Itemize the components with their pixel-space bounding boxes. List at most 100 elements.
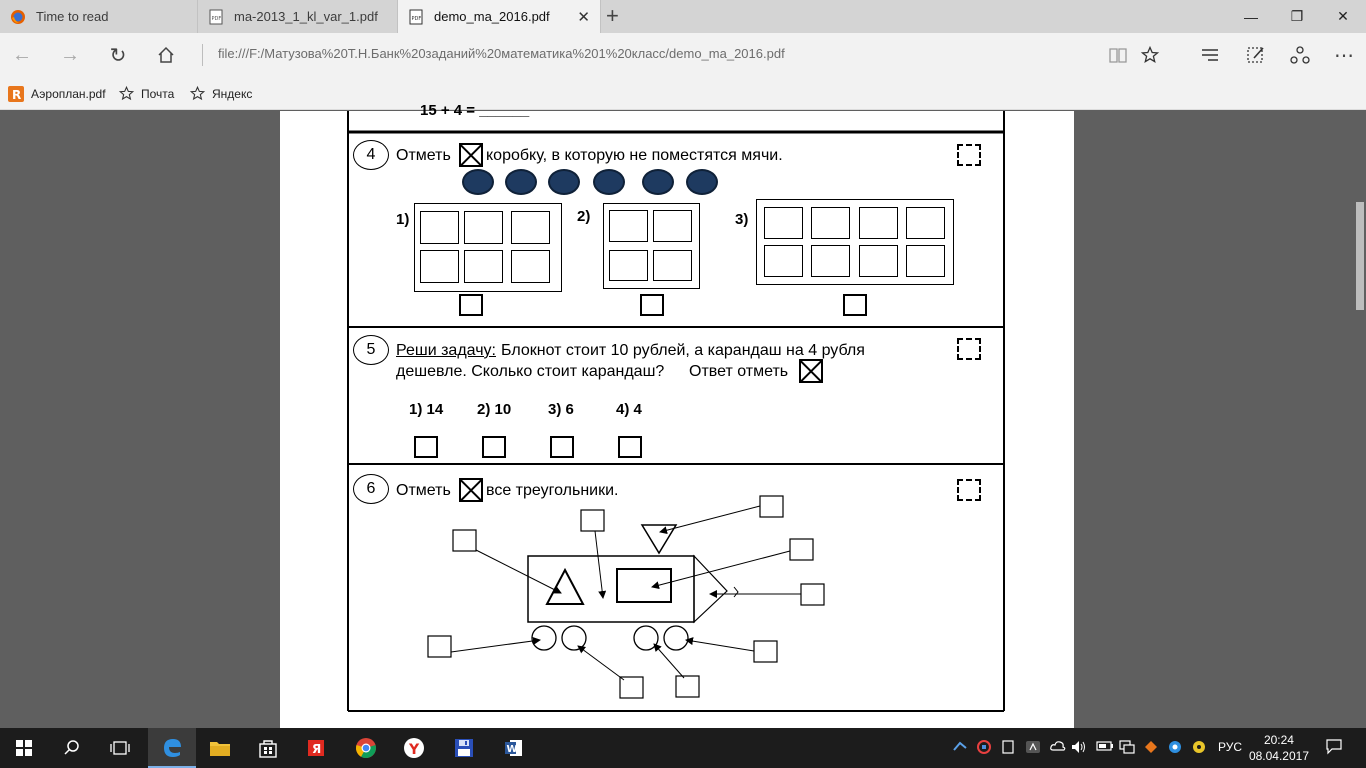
box-1-answer-checkbox[interactable]	[459, 294, 483, 316]
scrollbar-thumb[interactable]	[1356, 202, 1364, 310]
favorite-label: Почта	[141, 86, 175, 101]
ball-icon	[593, 169, 625, 195]
favorite-aeroplan[interactable]: R Аэроплан.pdf	[8, 86, 106, 102]
box-cell	[811, 245, 850, 277]
box-cell	[511, 211, 550, 244]
box-cell	[859, 207, 898, 239]
favorite-pochta[interactable]: Почта	[118, 85, 175, 101]
clock-time: 20:24	[1263, 733, 1294, 747]
forward-button[interactable]: →	[60, 43, 80, 66]
svg-text:PDF: PDF	[212, 16, 222, 22]
tray-sync-icon[interactable]	[1025, 740, 1041, 757]
home-icon	[158, 46, 174, 63]
search-icon[interactable]	[48, 728, 96, 768]
close-window-button[interactable]: ✕	[1337, 8, 1349, 24]
store-icon[interactable]	[244, 728, 292, 768]
battery-icon[interactable]	[1096, 740, 1114, 755]
file-explorer-icon[interactable]	[196, 728, 244, 768]
box-2-answer-checkbox[interactable]	[640, 294, 664, 316]
task-5-option-4: 4) 4	[616, 401, 642, 418]
close-tab-icon[interactable]: ✕	[577, 8, 590, 26]
share-button[interactable]	[1284, 39, 1316, 71]
tab-label: ma-2013_1_kl_var_1.pdf	[234, 9, 378, 24]
favorite-label: Аэроплан.pdf	[31, 87, 106, 101]
box-cell	[764, 207, 803, 239]
address-separator	[202, 44, 203, 66]
yandex-icon[interactable]: Я	[292, 728, 340, 768]
task-6-number: 6	[353, 474, 389, 504]
tab-time-to-read[interactable]: Time to read	[0, 0, 198, 33]
favorites-bar: R Аэроплан.pdf Почта Яндекс	[0, 77, 1366, 110]
tray-chat-icon[interactable]	[1192, 740, 1206, 757]
address-bar[interactable]: file:///F:/Матузова%20Т.Н.Банк%20заданий…	[218, 46, 785, 61]
edge-icon[interactable]	[148, 728, 196, 768]
windows-taskbar: Я Y W РУС 20:24 0	[0, 728, 1366, 768]
option-3-checkbox[interactable]	[550, 436, 574, 458]
web-note-button[interactable]	[1240, 39, 1272, 71]
star-icon	[118, 85, 135, 101]
box-cell	[609, 250, 648, 281]
box-cell	[906, 245, 945, 277]
svg-text:Я: Я	[312, 742, 321, 756]
star-icon	[1140, 45, 1160, 63]
more-button[interactable]: ⋯	[1334, 44, 1354, 67]
new-tab-button[interactable]: +	[606, 3, 619, 28]
task-5-line-2: дешевле. Сколько стоит карандаш?	[396, 363, 665, 380]
box-2	[603, 203, 700, 289]
clock-date: 08.04.2017	[1248, 749, 1309, 763]
hub-button[interactable]	[1194, 39, 1226, 71]
back-button[interactable]: ←	[12, 43, 32, 66]
box-3-answer-checkbox[interactable]	[843, 294, 867, 316]
tray-volume-device-icon[interactable]	[1001, 740, 1015, 757]
yandex-browser-icon[interactable]: Y	[390, 728, 438, 768]
tray-opera-icon[interactable]	[977, 740, 991, 757]
favorite-button[interactable]	[1134, 39, 1166, 71]
favorite-yandex[interactable]: Яндекс	[189, 85, 252, 101]
volume-icon[interactable]	[1071, 740, 1087, 757]
svg-text:Y: Y	[408, 742, 420, 758]
chrome-icon[interactable]	[342, 728, 390, 768]
tray-antivirus-icon[interactable]	[1144, 740, 1158, 757]
tray-cloud-icon[interactable]	[1050, 740, 1066, 755]
task-5-lead: Реши задачу:	[396, 342, 496, 359]
restore-button[interactable]: ❐	[1290, 8, 1304, 24]
tray-app-icon[interactable]	[953, 740, 967, 757]
reading-view-button[interactable]	[1102, 39, 1134, 71]
network-icon[interactable]	[1119, 740, 1135, 757]
task-4-prefix: Отметь	[396, 147, 451, 164]
pdf-viewer[interactable]	[0, 111, 1366, 731]
tab-label: Time to read	[36, 9, 109, 24]
pen-note-icon	[1247, 47, 1264, 63]
option-2-checkbox[interactable]	[482, 436, 506, 458]
home-button[interactable]	[150, 39, 182, 71]
task-4-question: коробку, в которую не поместятся мячи.	[486, 147, 783, 164]
notifications-icon[interactable]	[1326, 738, 1342, 757]
box-3	[756, 199, 954, 285]
vertical-scrollbar[interactable]	[1354, 111, 1366, 728]
task-view-icon[interactable]	[96, 728, 144, 768]
task-6-score-box[interactable]	[957, 479, 981, 501]
option-4-checkbox[interactable]	[618, 436, 642, 458]
tray-browser-icon[interactable]	[1168, 740, 1182, 757]
train-figure	[427, 495, 825, 699]
box-cell	[464, 211, 503, 244]
floppy-icon[interactable]	[440, 728, 488, 768]
option-1-checkbox[interactable]	[414, 436, 438, 458]
task-5-score-box[interactable]	[957, 338, 981, 360]
minimize-button[interactable]: —	[1244, 8, 1258, 25]
pdf-icon: PDF	[408, 9, 424, 25]
windows-start-icon[interactable]	[0, 728, 48, 768]
clock[interactable]: 20:24 08.04.2017	[1249, 732, 1309, 764]
box-cell	[420, 211, 459, 244]
box-cell	[511, 250, 550, 283]
word-icon[interactable]: W	[490, 728, 538, 768]
tab-demo-ma-2016[interactable]: PDF demo_ma_2016.pdf ✕	[398, 0, 601, 33]
tab-ma-2013[interactable]: PDF ma-2013_1_kl_var_1.pdf	[198, 0, 398, 33]
refresh-button[interactable]: ↻	[109, 44, 127, 67]
task-4-crossed-box-icon	[459, 143, 483, 167]
box-cell	[464, 250, 503, 283]
tab-label: demo_ma_2016.pdf	[434, 9, 550, 24]
task-4-score-box[interactable]	[957, 144, 981, 166]
box-cell	[653, 250, 692, 281]
language-indicator[interactable]: РУС	[1218, 740, 1243, 754]
